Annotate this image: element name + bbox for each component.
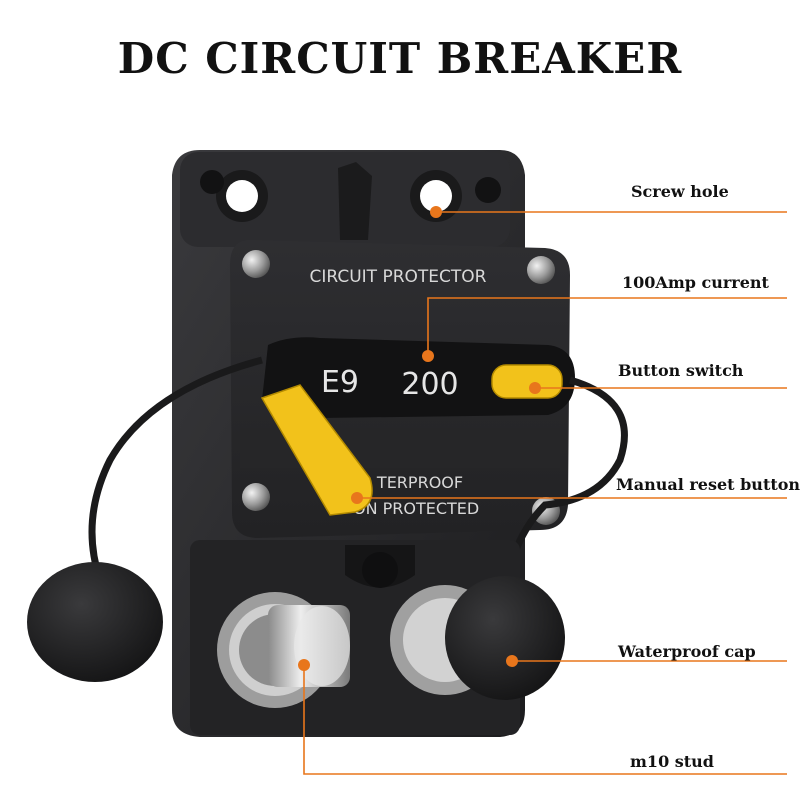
rating-bar bbox=[262, 337, 575, 419]
callout-dot bbox=[506, 655, 518, 667]
callout-label-cap: Waterproof cap bbox=[618, 642, 756, 661]
corner-screw bbox=[242, 483, 270, 511]
rating-text: 200 bbox=[401, 367, 458, 402]
callout-label-button-switch: Button switch bbox=[618, 361, 744, 380]
button-switch bbox=[491, 364, 563, 399]
callout-label-reset: Manual reset button bbox=[616, 475, 800, 494]
callout-label-current: 100Amp current bbox=[622, 273, 769, 292]
model-text: E9 bbox=[321, 365, 359, 400]
face-text-bottom-1: TERPROOF bbox=[376, 473, 463, 492]
callout-label-screw-hole: Screw hole bbox=[631, 182, 729, 201]
callout-dot bbox=[298, 659, 310, 671]
manual-reset-lever bbox=[260, 384, 373, 516]
callout-line-stud bbox=[303, 665, 787, 775]
cap-cord-left bbox=[88, 356, 263, 582]
callout-line-current bbox=[427, 297, 787, 356]
corner-screw bbox=[527, 256, 555, 284]
page-title: DC CIRCUIT BREAKER bbox=[117, 34, 683, 83]
callout-dot bbox=[351, 492, 363, 504]
callout-label-stud: m10 stud bbox=[630, 752, 714, 771]
face-text-top: CIRCUIT PROTECTOR bbox=[310, 267, 487, 287]
callout-dot bbox=[430, 206, 442, 218]
callout-dot bbox=[529, 382, 541, 394]
waterproof-cap-left bbox=[27, 562, 163, 682]
waterproof-cap-right bbox=[445, 576, 565, 700]
callout-dot bbox=[422, 350, 434, 362]
corner-screw bbox=[242, 250, 270, 278]
